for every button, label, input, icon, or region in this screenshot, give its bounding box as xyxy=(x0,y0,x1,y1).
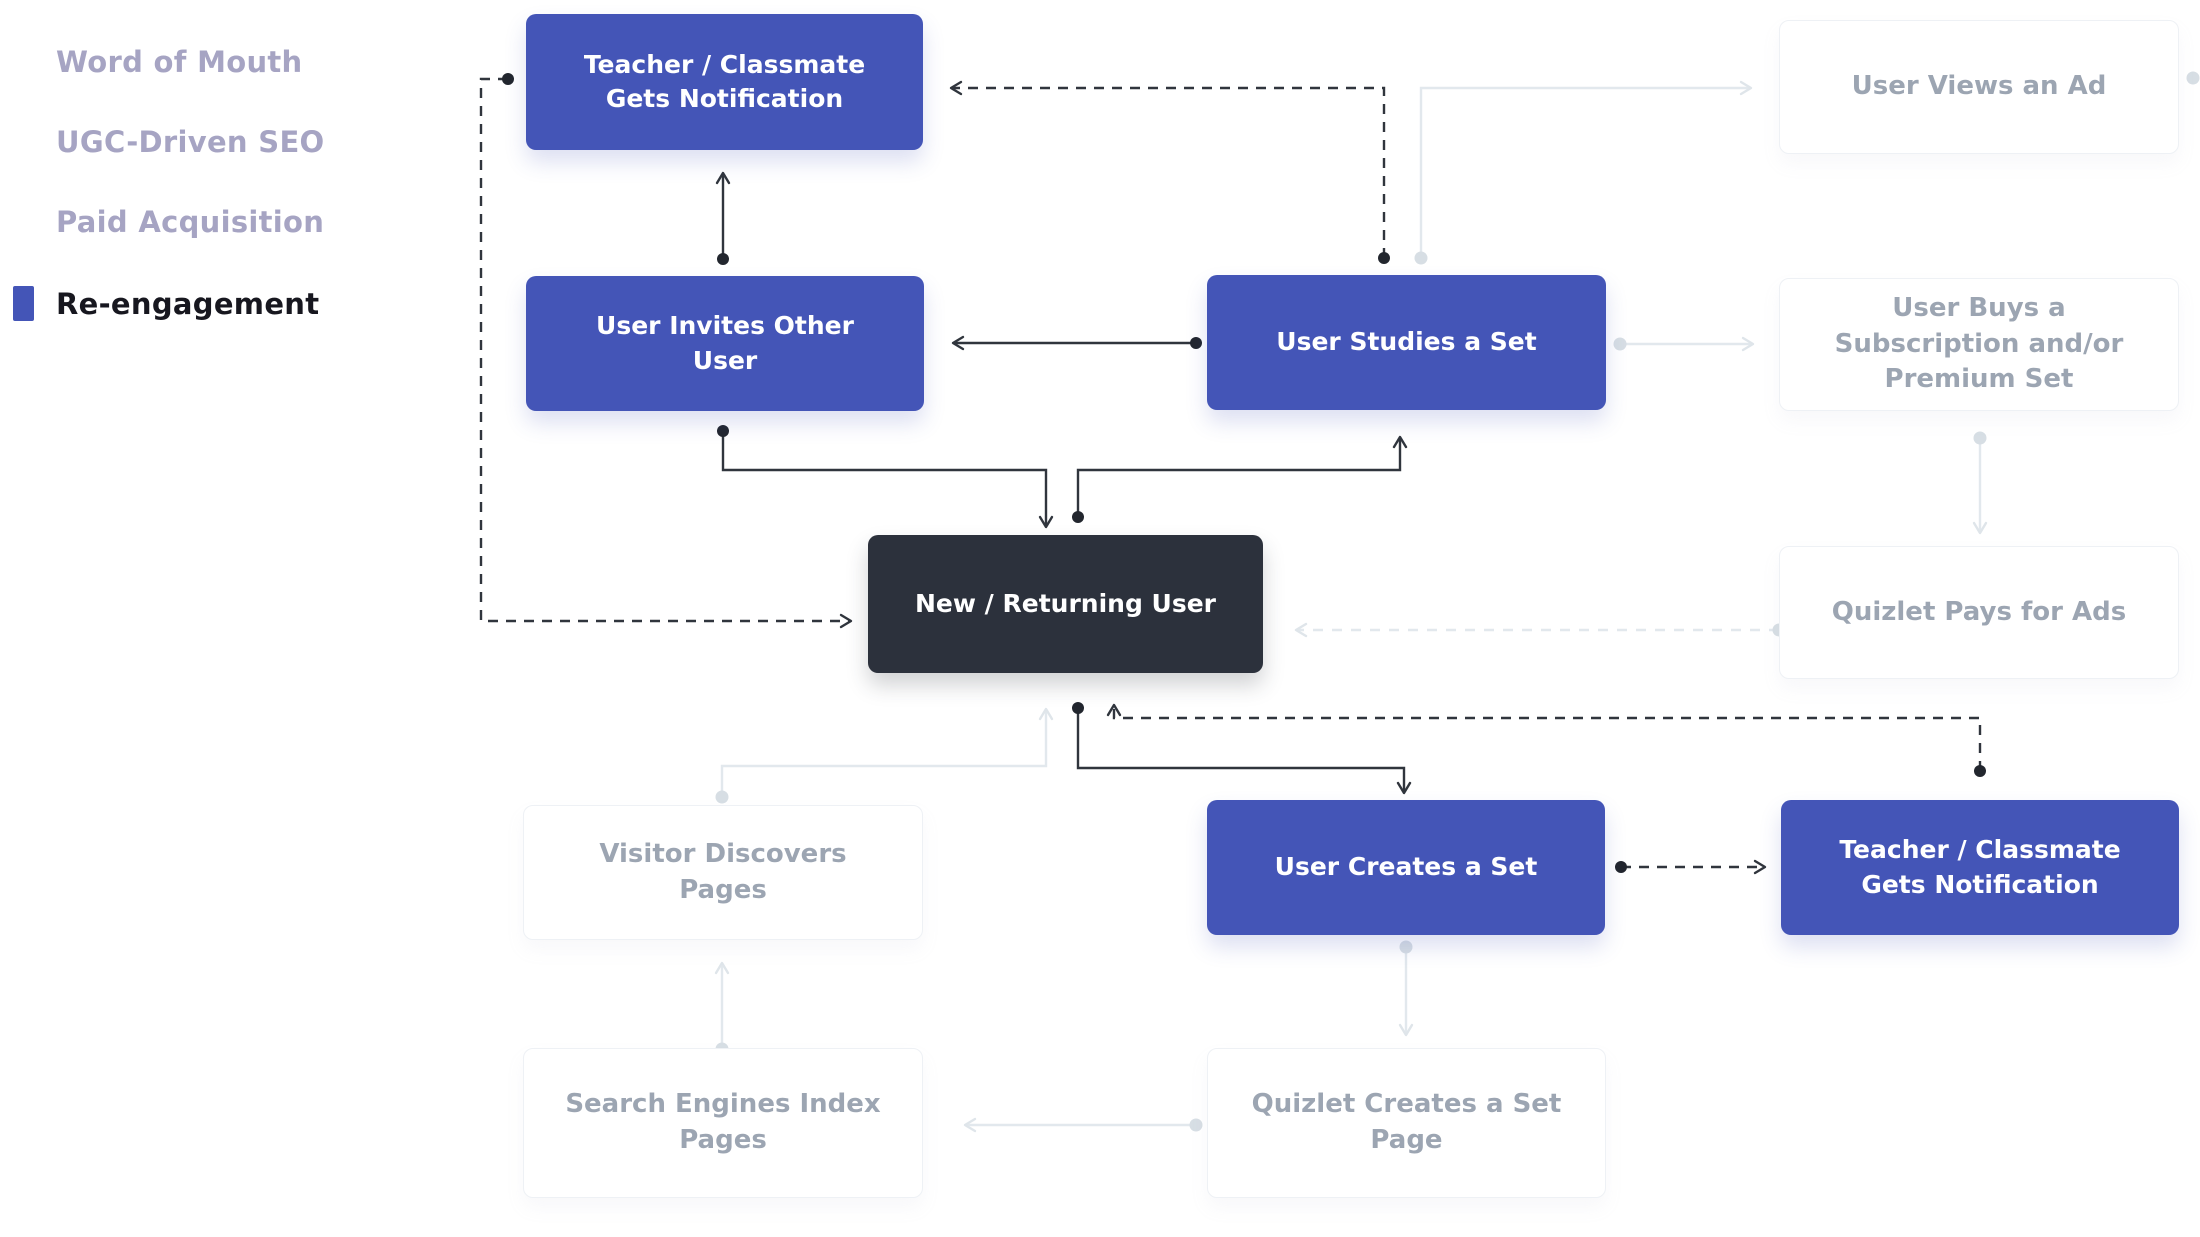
edge-dot-faded xyxy=(1613,337,1627,351)
node-user-views-an-ad: User Views an Ad xyxy=(1779,20,2179,154)
node-user-invites-other-user: User Invites Other User xyxy=(526,276,924,411)
edge-newreturning-to-studies xyxy=(1076,435,1408,517)
node-user-creates-a-set: User Creates a Set xyxy=(1207,800,1605,935)
edge-studies-to-views-ad xyxy=(1419,80,1753,258)
edge-dot xyxy=(1378,252,1390,264)
edge-dot-faded xyxy=(2186,71,2200,85)
edge-dot xyxy=(1615,861,1627,873)
edge-dot-faded xyxy=(1399,940,1413,954)
edge-teacher-bottom-to-newreturning xyxy=(1106,703,1982,771)
sidebar-item-paid-acquisition[interactable]: Paid Acquisition xyxy=(56,205,325,239)
edge-dot xyxy=(1190,337,1202,349)
edge-visitor-to-newreturning xyxy=(720,707,1054,797)
node-quizlet-pays-for-ads: Quizlet Pays for Ads xyxy=(1779,546,2179,679)
node-new-returning-user: New / Returning User xyxy=(868,535,1263,673)
edge-dot-faded xyxy=(1414,251,1428,265)
edge-dot xyxy=(717,253,729,265)
edge-invites-to-newreturning xyxy=(721,431,1054,529)
sidebar-item-ugc-driven-seo[interactable]: UGC-Driven SEO xyxy=(56,125,325,159)
edge-dot-faded xyxy=(1189,1118,1203,1132)
edge-dot xyxy=(502,73,514,85)
sidebar-item-word-of-mouth[interactable]: Word of Mouth xyxy=(56,45,303,79)
edge-dot-faded xyxy=(715,790,729,804)
node-visitor-discovers-pages: Visitor Discovers Pages xyxy=(523,805,923,940)
edge-dot xyxy=(1072,702,1084,714)
node-teacher-classmate-gets-notification-bottom: Teacher / Classmate Gets Notification xyxy=(1781,800,2179,935)
edge-studies-to-teacher-top xyxy=(949,80,1386,258)
node-quizlet-creates-a-set-page: Quizlet Creates a Set Page xyxy=(1207,1048,1606,1198)
active-item-marker xyxy=(13,286,34,321)
edge-dot xyxy=(1072,511,1084,523)
sidebar-item-re-engagement[interactable]: Re-engagement xyxy=(56,287,320,321)
node-teacher-classmate-gets-notification-top: Teacher / Classmate Gets Notification xyxy=(526,14,923,150)
edge-dot xyxy=(1974,765,1986,777)
edge-dot-faded xyxy=(1973,431,1987,445)
edge-newreturning-to-creates xyxy=(1076,708,1412,795)
edge-dot xyxy=(717,425,729,437)
node-user-buys-subscription-premium-set: User Buys a Subscription and/or Premium … xyxy=(1779,278,2179,411)
node-search-engines-index-pages: Search Engines Index Pages xyxy=(523,1048,923,1198)
node-user-studies-a-set: User Studies a Set xyxy=(1207,275,1606,410)
